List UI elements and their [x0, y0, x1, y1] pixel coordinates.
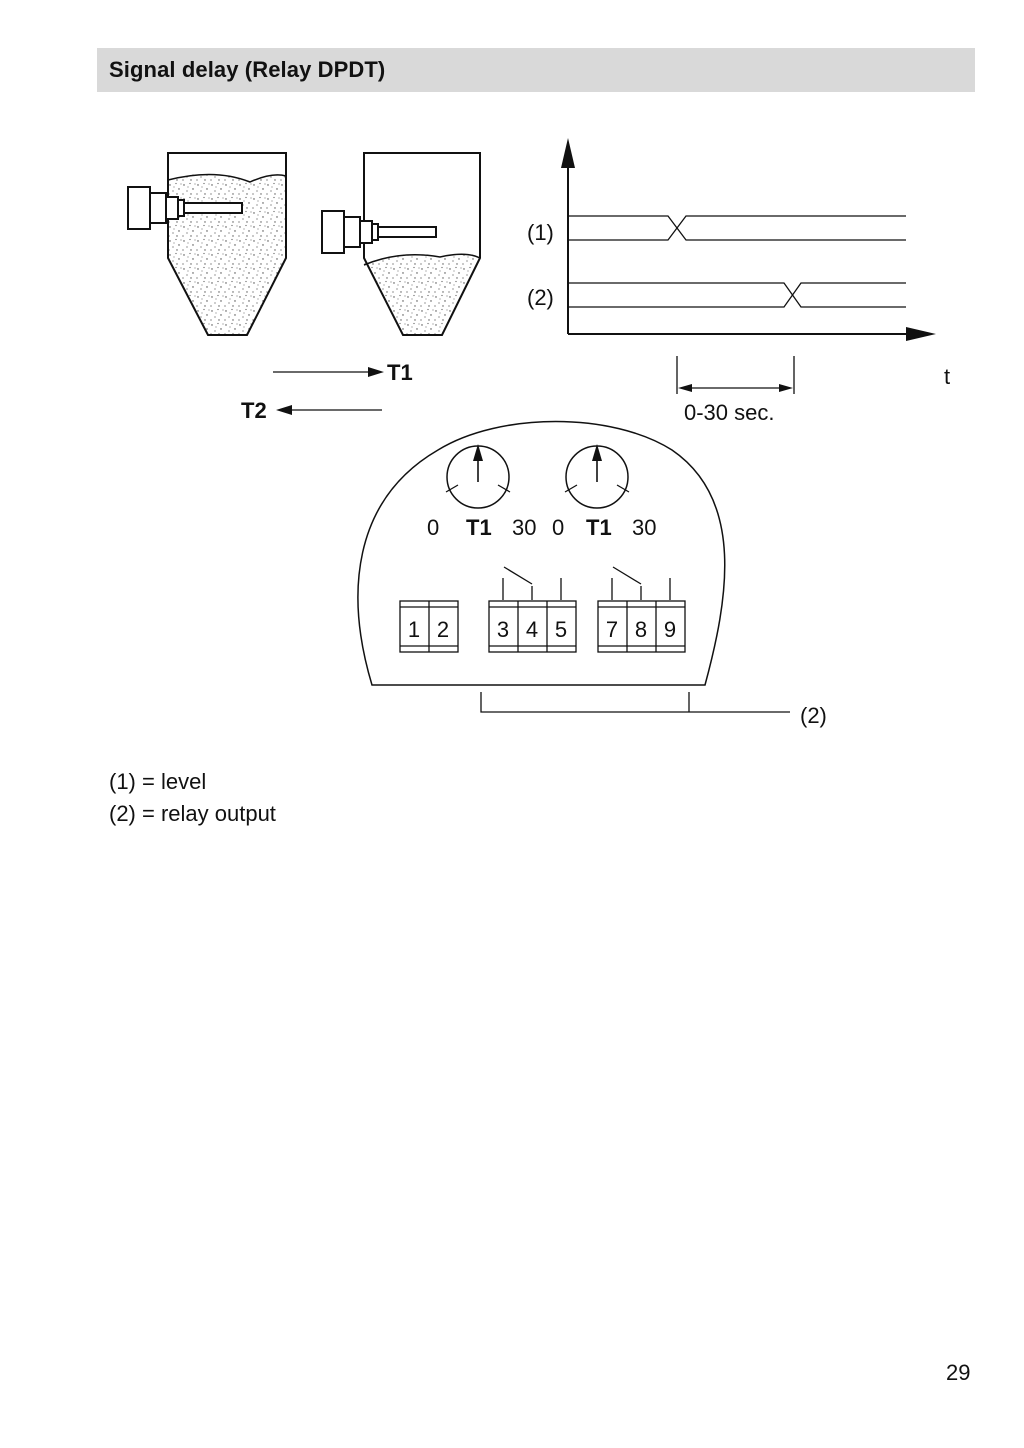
relay-contact-1-icon [502, 566, 562, 600]
terminal-block-relay-1 [488, 600, 577, 653]
time-axis-label: t [944, 364, 950, 389]
terminal-9: 9 [664, 617, 676, 642]
terminal-3: 3 [497, 617, 509, 642]
terminal-block-power [399, 600, 459, 653]
page-number: 29 [946, 1360, 971, 1385]
terminal-1: 1 [408, 617, 420, 642]
signal-relay-label: (2) [527, 285, 554, 310]
dial-1-name: T1 [466, 515, 492, 540]
silo-full [127, 152, 287, 336]
t1-arrow: T1 [273, 360, 413, 385]
vibration-sensor-icon [321, 210, 437, 254]
t1-direction-label: T1 [387, 360, 413, 385]
relay-contact-2-icon [611, 566, 671, 600]
dial-pointer-icon [592, 444, 602, 461]
terminal-5: 5 [555, 617, 567, 642]
delay-dial-2[interactable] [564, 444, 630, 509]
relay-output-bracket [480, 692, 790, 713]
t2-direction-label: T2 [241, 398, 267, 423]
terminal-8: 8 [635, 617, 647, 642]
terminal-2: 2 [437, 617, 449, 642]
delay-dimension: 0-30 sec. [676, 356, 795, 425]
x-axis-arrow-icon [906, 327, 936, 341]
delay-range-label: 0-30 sec. [684, 400, 775, 425]
silo-low [321, 152, 481, 336]
vibration-sensor-icon [127, 186, 243, 230]
relay-output-label: (2) [800, 703, 827, 728]
delay-dial-1[interactable] [445, 444, 511, 509]
dial-1-max: 30 [512, 515, 536, 540]
signal-level-trace [568, 215, 906, 241]
dial-2-max: 30 [632, 515, 656, 540]
electronics-housing: 0 T1 30 0 T1 30 [357, 420, 726, 686]
y-axis-arrow-icon [561, 138, 575, 168]
legend-item-level: (1) = level [109, 769, 207, 794]
dial-1-min: 0 [427, 515, 439, 540]
dial-2-name: T1 [586, 515, 612, 540]
t2-arrow: T2 [241, 398, 382, 423]
signal-relay-trace [568, 282, 906, 308]
legend: (1) = level (2) = relay output [109, 766, 276, 830]
terminal-4: 4 [526, 617, 538, 642]
signal-level-label: (1) [527, 220, 554, 245]
dial-2-min: 0 [552, 515, 564, 540]
terminal-block-relay-2 [597, 600, 686, 653]
legend-item-relay-output: (2) = relay output [109, 801, 276, 826]
timing-chart: (1) (2) t 0-30 sec. [527, 138, 950, 425]
section-header: Signal delay (Relay DPDT) [97, 48, 975, 92]
dial-pointer-icon [473, 444, 483, 461]
terminal-7: 7 [606, 617, 618, 642]
section-title: Signal delay (Relay DPDT) [109, 57, 386, 82]
